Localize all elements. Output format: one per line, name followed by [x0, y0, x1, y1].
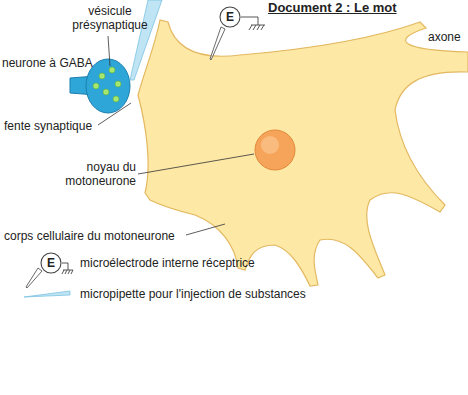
vesicles: [93, 67, 121, 102]
vesicle-label: vésicule présynaptique: [62, 4, 158, 32]
leader-lines: [98, 36, 254, 235]
document-title: Document 2 : Le mot: [268, 0, 397, 15]
meter-letter: E: [219, 6, 241, 28]
ground-symbol: [249, 25, 265, 30]
legend-micropipette: [24, 291, 70, 297]
micropipette: [130, 0, 162, 80]
electrode-meter: E: [219, 6, 241, 28]
legend-text: microélectrode interne réceptrice: [80, 256, 255, 270]
nucleus-highlight: [261, 136, 279, 154]
nucleus: [255, 130, 295, 170]
neuron-label: neurone à GABA: [2, 56, 102, 70]
meter-letter: E: [40, 252, 62, 274]
legend-ground-symbol: [62, 270, 73, 274]
electrode-wire: [258, 17, 259, 25]
legend-electrode-needle: [26, 268, 42, 288]
nucleus-label: noyau du motoneurone: [52, 160, 136, 188]
cell-body-label: corps cellulaire du motoneurone: [4, 229, 189, 243]
legend-item: microélectrode interne réceptrice: [80, 256, 460, 270]
legend-electrode-wire: [62, 263, 68, 264]
legend-text: micropipette pour l'injection de substan…: [80, 287, 306, 301]
cleft-label: fente synaptique: [4, 119, 104, 133]
motoneuron-body: [138, 20, 468, 286]
legend-electrode-wire: [68, 263, 69, 270]
electrode-meter: E: [40, 252, 62, 274]
microelectrode-needle: [210, 27, 225, 60]
electrode-wire: [241, 17, 258, 18]
legend-item: micropipette pour l'injection de substan…: [80, 287, 460, 301]
axon-label: axone: [428, 30, 468, 44]
